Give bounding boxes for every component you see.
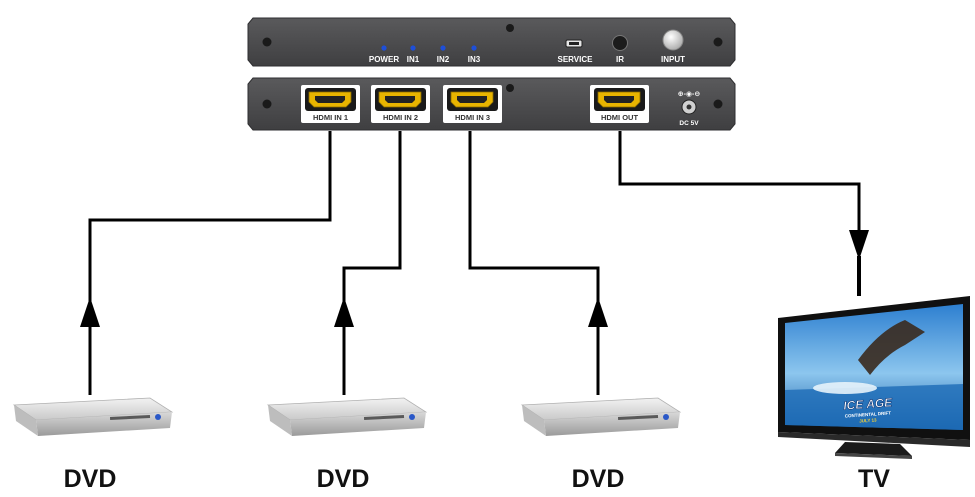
led-in2-icon [440, 45, 446, 51]
cable-in2 [342, 131, 402, 395]
input-label: INPUT [661, 55, 685, 64]
dvd-player-1 [12, 397, 174, 436]
service-label: SERVICE [558, 55, 594, 64]
arrow-up-icon [588, 297, 608, 327]
switch-front-panel: POWER IN1 IN2 IN3 SERVICE IR INPUT [247, 17, 736, 67]
dc-5v-label: DC 5V [679, 120, 699, 127]
dvd-player-2 [266, 397, 428, 436]
screw-icon [262, 37, 272, 47]
hdmi-in-3-port: HDMI IN 3 [443, 85, 502, 123]
device-label-tv: TV [858, 465, 890, 493]
hdmi-in-1-port: HDMI IN 1 [301, 85, 360, 123]
cable-in3 [468, 131, 600, 395]
led-in3-label: IN3 [468, 55, 481, 64]
tv-title: ICE AGE [843, 395, 894, 412]
led-in2-label: IN2 [437, 55, 450, 64]
tv-date: JULY 13 [859, 417, 877, 423]
led-in3-icon [471, 45, 477, 51]
screw-icon [713, 37, 723, 47]
dvd-power-icon [663, 414, 669, 420]
hdmi-in-2-label: HDMI IN 2 [383, 113, 418, 122]
cables [88, 131, 861, 395]
screw-icon [713, 99, 723, 109]
dc-power-jack: ⊕-◉-⊖ DC 5V [678, 91, 701, 127]
device-label-dvd-1: DVD [64, 465, 117, 493]
screw-icon [506, 24, 514, 32]
tv-subtitle: CONTINENTAL DRIFT [845, 410, 892, 418]
tv-stand [835, 442, 912, 456]
arrow-up-icon [80, 297, 100, 327]
device-label-dvd-2: DVD [317, 465, 370, 493]
cable-in1 [88, 131, 332, 395]
hdmi-in-2-port: HDMI IN 2 [371, 85, 430, 123]
cable-out-tail [857, 256, 861, 296]
hdmi-out-label: HDMI OUT [601, 113, 638, 122]
hdmi-in-3-label: HDMI IN 3 [455, 113, 490, 122]
switch-rear-panel: HDMI IN 1 HDMI IN 2 HDMI IN 3 HDMI OUT ⊕… [247, 77, 736, 131]
led-power-label: POWER [369, 55, 399, 64]
device-label-dvd-3: DVD [572, 465, 625, 493]
dvd-power-icon [155, 414, 161, 420]
pirate-ship-icon [858, 320, 925, 375]
ir-sensor-icon [612, 35, 628, 51]
led-power-icon [381, 45, 387, 51]
dvd-player-3 [520, 397, 682, 436]
cable-out [618, 131, 861, 236]
arrows [80, 230, 869, 327]
ir-label: IR [616, 55, 624, 64]
dvd-power-icon [409, 414, 415, 420]
input-button [662, 29, 684, 51]
polarity-icon: ⊕-◉-⊖ [678, 91, 701, 98]
screw-icon [262, 99, 272, 109]
arrow-down-icon [849, 230, 869, 260]
television: ICE AGE CONTINENTAL DRIFT JULY 13 [778, 296, 970, 459]
screw-icon [506, 84, 514, 92]
arrow-up-icon [334, 297, 354, 327]
led-in1-label: IN1 [407, 55, 420, 64]
led-in1-icon [410, 45, 416, 51]
hdmi-in-1-label: HDMI IN 1 [313, 113, 348, 122]
hdmi-out-port: HDMI OUT [590, 85, 649, 123]
